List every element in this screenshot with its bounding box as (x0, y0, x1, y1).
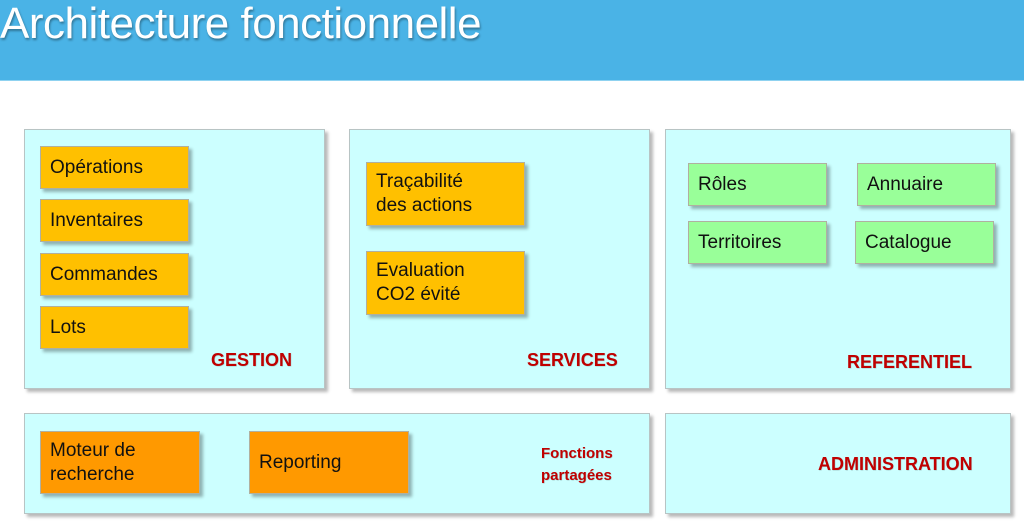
box-reporting: Reporting (249, 431, 409, 494)
box-annuaire: Annuaire (857, 163, 996, 206)
box-tracabilite: Traçabilité des actions (366, 162, 525, 226)
panel-administration (665, 413, 1011, 514)
box-catalogue: Catalogue (855, 221, 994, 264)
box-lots: Lots (40, 306, 189, 349)
box-moteur-recherche: Moteur de recherche (40, 431, 200, 494)
label-gestion: GESTION (211, 350, 293, 370)
page-title: Architecture fonctionnelle (0, 0, 482, 48)
box-territoires: Territoires (688, 221, 827, 264)
label-administration: ADMINISTRATION (818, 454, 973, 474)
box-roles: Rôles (688, 163, 827, 206)
box-evaluation-co2: Evaluation CO2 évité (366, 251, 525, 315)
header-banner: Architecture fonctionnelle (0, 0, 1024, 81)
label-referentiel: REFERENTIEL (847, 352, 973, 372)
label-fonctions-partagees: Fonctions partagées (541, 445, 613, 484)
box-operations: Opérations (40, 146, 189, 189)
box-inventaires: Inventaires (40, 199, 189, 242)
box-commandes: Commandes (40, 253, 189, 296)
label-services: SERVICES (527, 350, 618, 370)
